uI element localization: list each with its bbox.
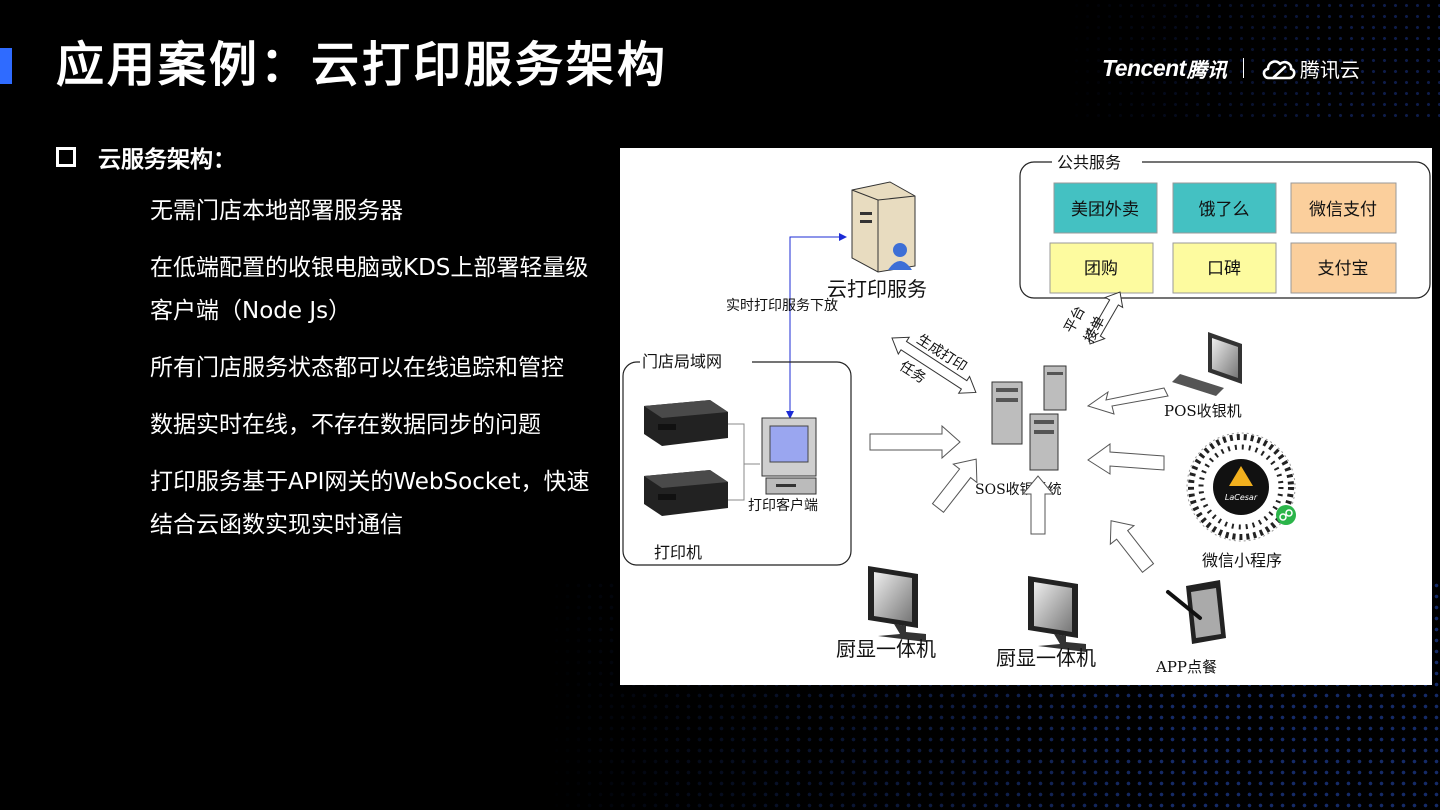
slide-title: 应用案例：云打印服务架构 [56,37,669,93]
tencent-cloud-wordmark: 腾讯云 [1299,57,1360,82]
miniprogram-to-sos-arrow [1087,443,1165,475]
kitchen-display-icon [1028,576,1086,652]
tencent-logo: Tencent 腾讯 腾讯云 [1102,52,1360,84]
kitchen-display-icon [868,566,926,642]
store-lan-group: 门店局域网 打印机 打印客户端 [622,352,852,566]
kitchen-display-2-label: 厨显一体机 [996,646,1096,670]
dot-pattern-top [1060,0,1440,120]
service-box: 口碑 [1172,242,1277,294]
pos-computer-icon [1172,332,1242,396]
kitchen-2-to-sos-arrow [1021,475,1055,535]
service-label: 微信支付 [1309,200,1377,220]
bullet-item: 打印服务基于API网关的WebSocket，快速结合云函数实现实时通信 [150,469,590,538]
miniprogram-qr-code-icon: LaCesar [1186,432,1296,542]
cloud-print-server-icon [851,181,916,273]
bullet-item: 无需门店本地部署服务器 [150,198,403,224]
app-to-sos-arrow [1109,520,1155,574]
printer-icon [644,400,728,446]
logo-divider [1242,58,1244,78]
cloud-print-label: 云打印服务 [827,277,927,301]
service-box: 支付宝 [1290,242,1397,294]
tencent-cn-wordmark: 腾讯 [1186,57,1227,82]
miniprogram-label: 微信小程序 [1202,551,1282,570]
checkbox-bullet-icon [56,147,76,167]
kitchen-display-1-label: 厨显一体机 [836,637,936,661]
printer-label: 打印机 [654,543,702,562]
realtime-dispatch-connector [786,233,847,420]
cloud-icon [1262,60,1296,80]
title-accent-bar [0,48,12,84]
pos-to-sos-arrow [1086,387,1169,415]
lan-to-sos-arrow [869,424,961,460]
print-client-computer-icon [761,417,817,495]
kitchen-1-to-sos-arrow [931,458,978,514]
service-label: 支付宝 [1318,259,1369,279]
service-label: 团购 [1084,259,1118,279]
service-label: 饿了么 [1199,200,1250,220]
app-order-label: APP点餐 [1155,658,1217,676]
printer-icon [644,470,728,516]
print-client-label: 打印客户端 [748,497,818,514]
store-lan-label: 门店局域网 [642,352,722,371]
realtime-dispatch-label: 实时打印服务下放 [726,297,838,314]
service-label: 口碑 [1207,259,1241,279]
service-box: 团购 [1049,242,1154,294]
service-box: 饿了么 [1172,182,1277,234]
public-services-group: 公共服务 美团外卖 饿了么 微信支付 团购 口碑 支付宝 [1019,153,1431,299]
service-box: 美团外卖 [1053,182,1158,234]
bullet-item: 数据实时在线，不存在数据同步的问题 [150,412,541,438]
pos-label: POS收银机 [1164,402,1242,420]
generate-task-arrow: 生成打印 任务 [891,331,977,394]
sos-server-icon [991,365,1067,471]
app-tablet-icon [1166,580,1226,644]
miniprogram-brand: LaCesar [1225,493,1258,502]
bullet-list: 无需门店本地部署服务器 在低端配置的收银电脑或KDS上部署轻量级客户端（Node… [150,190,610,561]
bullet-item: 所有门店服务状态都可以在线追踪和管控 [150,355,564,381]
service-box: 微信支付 [1290,182,1397,234]
service-label: 美团外卖 [1071,200,1139,220]
tencent-wordmark: Tencent [1102,54,1186,81]
public-services-label: 公共服务 [1057,153,1121,172]
bullet-item: 在低端配置的收银电脑或KDS上部署轻量级客户端（Node Js） [150,255,589,324]
platform-order-arrow [1086,291,1124,345]
section-label: 云服务架构： [98,147,236,173]
architecture-diagram: 公共服务 美团外卖 饿了么 微信支付 团购 口碑 支付宝 [620,148,1432,685]
section-heading: 云服务架构： [56,140,236,174]
